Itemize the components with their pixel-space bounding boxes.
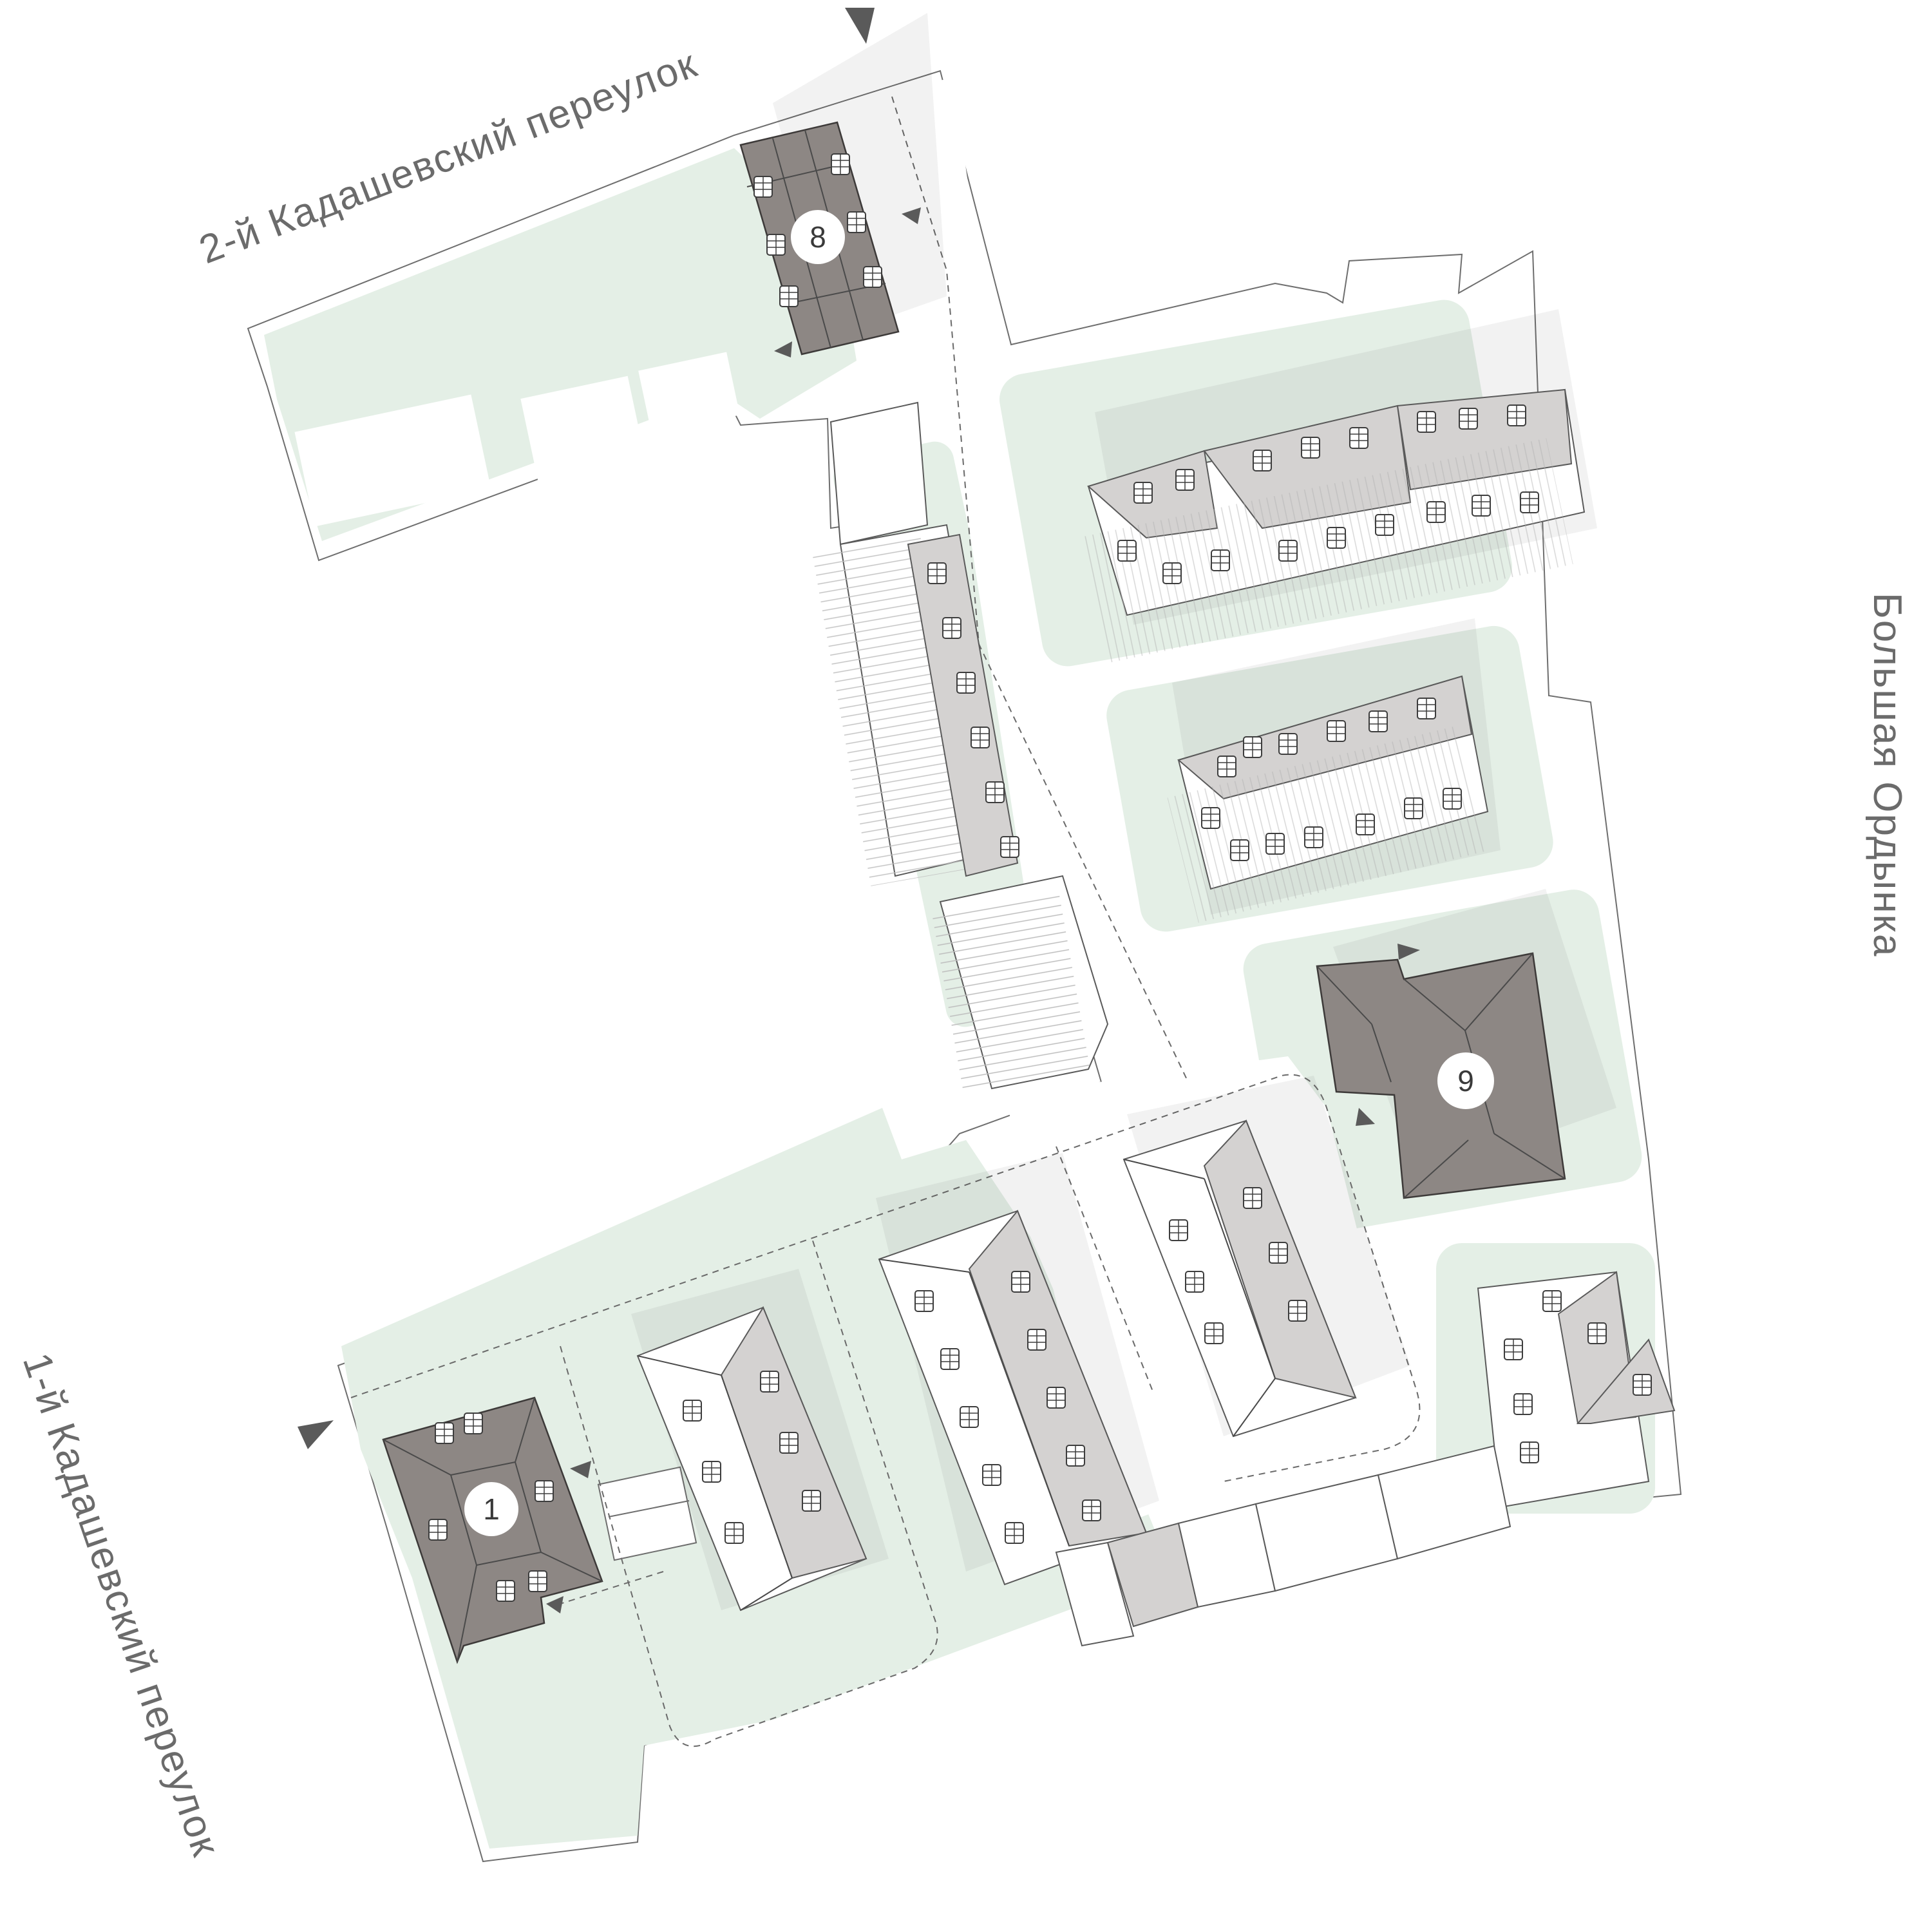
entrance-arrow-b8-east (902, 207, 921, 224)
entrance-arrow-b8-south (774, 341, 792, 357)
entrance-arrow-b9-north (1397, 944, 1420, 960)
long-central-building (813, 401, 1109, 1092)
row-houses-upper (1080, 388, 1586, 663)
building-9[interactable]: 9 (1316, 952, 1566, 1199)
building-9-number: 9 (1457, 1064, 1474, 1098)
street-label-left: 1-й Кадашевский переулок (14, 1347, 229, 1862)
garage-strip (1055, 1445, 1511, 1647)
courtyard-house-east (1122, 1119, 1357, 1438)
main-entrance-arrow-top (845, 8, 875, 44)
pedestrian-paths (350, 96, 1421, 1747)
entrance-arrow-b1-east (570, 1461, 591, 1478)
street-label-right: Большая Ордынка (1865, 593, 1909, 958)
corner-houses (1477, 1271, 1676, 1508)
building-8-number: 8 (810, 220, 826, 254)
building-8[interactable]: 8 (739, 121, 900, 356)
building-1-badge (464, 1482, 518, 1536)
entrance-arrow-b1-south (546, 1596, 564, 1613)
building-8-badge (791, 210, 845, 264)
building-1[interactable]: 1 (382, 1396, 603, 1664)
building-1-number: 1 (483, 1492, 500, 1526)
main-entrance-arrow-left (298, 1420, 334, 1449)
entrance-arrows (298, 8, 1420, 1613)
entrance-arrow-b9-south (1356, 1108, 1375, 1126)
building-9-badge (1437, 1052, 1494, 1109)
courtyard-house-west (636, 1306, 867, 1612)
row-houses-middle (1167, 675, 1489, 923)
